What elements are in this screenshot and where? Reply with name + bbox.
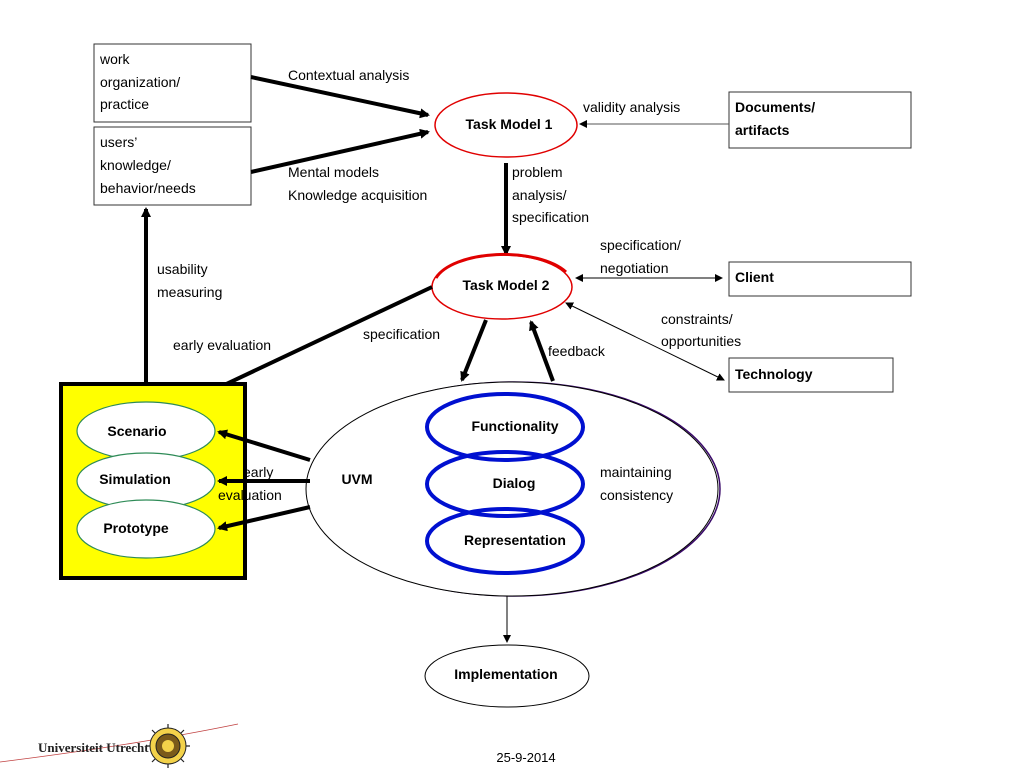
work-organization-line-3: practice <box>100 96 149 112</box>
feedback-arrow <box>529 320 555 382</box>
spec-negotiation-line-2: negotiation <box>600 260 669 276</box>
documents-line-1: Documents/ <box>735 99 815 115</box>
representation-ring: Representation <box>425 507 585 575</box>
scenario-label: Scenario <box>107 423 166 439</box>
dialog-ring: Dialog <box>425 450 585 518</box>
early-evaluation-mid-line-2: evaluation <box>218 487 282 503</box>
mental-models-arrow <box>250 128 430 174</box>
functionality-label: Functionality <box>471 418 558 434</box>
scenario-node: Scenario <box>76 401 216 461</box>
task-model-1-node: Task Model 1 <box>434 92 578 158</box>
uvm-to-prototype-arrow <box>217 505 311 532</box>
specification-arrow <box>460 319 488 382</box>
functionality-ring: Functionality <box>425 392 585 462</box>
constraints-line-2: opportunities <box>661 333 741 349</box>
mental-models-label: Mental models <box>288 164 379 180</box>
specification-label: specification <box>363 326 440 342</box>
university-logo: Universiteit Utrecht <box>0 723 239 768</box>
users-knowledge-line-3: behavior/needs <box>100 180 196 196</box>
users-knowledge-line-1: users’ <box>100 134 137 150</box>
dialog-label: Dialog <box>493 475 536 491</box>
problem-analysis-line-2: analysis/ <box>512 187 567 203</box>
contextual-analysis-label: Contextual analysis <box>288 67 409 83</box>
prototype-group-box: Scenario Simulation Prototype <box>59 382 247 580</box>
documents-artifacts-box: Documents/ artifacts <box>728 91 912 149</box>
usability-measuring-line-2: measuring <box>157 284 222 300</box>
uvm-to-scenario-arrow <box>217 429 311 462</box>
problem-analysis-line-3: specification <box>512 209 589 225</box>
work-organization-line-2: organization/ <box>100 74 180 90</box>
prototype-label: Prototype <box>103 520 169 536</box>
work-organization-line-1: work <box>99 51 131 67</box>
validity-analysis-label: validity analysis <box>583 99 680 115</box>
constraints-line-1: constraints/ <box>661 311 733 327</box>
simulation-label: Simulation <box>99 471 171 487</box>
uvm-node: UVM <box>305 381 721 597</box>
task-model-1-label: Task Model 1 <box>466 116 553 132</box>
problem-analysis-line-1: problem <box>512 164 563 180</box>
users-knowledge-line-2: knowledge/ <box>100 157 171 173</box>
constraints-arrow <box>565 302 725 381</box>
implementation-node: Implementation <box>424 644 590 708</box>
knowledge-acquisition-label: Knowledge acquisition <box>288 187 427 203</box>
prototype-node: Prototype <box>76 499 216 559</box>
users-knowledge-box: users’ knowledge/ behavior/needs <box>93 126 252 206</box>
work-organization-box: work organization/ practice <box>93 43 252 123</box>
documents-line-2: artifacts <box>735 122 790 138</box>
usability-measuring-line-1: usability <box>157 261 208 277</box>
maintaining-consistency-line-1: maintaining <box>600 464 672 480</box>
task-model-2-label: Task Model 2 <box>463 277 550 293</box>
implementation-label: Implementation <box>454 666 557 682</box>
footer-date: 25-9-2014 <box>496 750 555 765</box>
task-model-2-node: Task Model 2 <box>431 252 573 320</box>
maintaining-consistency-line-2: consistency <box>600 487 673 503</box>
spec-negotiation-line-1: specification/ <box>600 237 681 253</box>
technology-box: Technology <box>728 357 894 393</box>
early-evaluation-mid-line-1: early <box>243 464 273 480</box>
contextual-analysis-arrow <box>250 75 430 119</box>
client-label: Client <box>735 269 774 285</box>
client-box: Client <box>728 261 912 297</box>
feedback-label: feedback <box>548 343 606 359</box>
early-evaluation-top-label: early evaluation <box>173 337 271 353</box>
university-name: Universiteit Utrecht <box>38 740 149 755</box>
technology-label: Technology <box>735 366 813 382</box>
representation-label: Representation <box>464 532 566 548</box>
sun-seal-icon <box>146 724 190 768</box>
uvm-label: UVM <box>341 471 372 487</box>
